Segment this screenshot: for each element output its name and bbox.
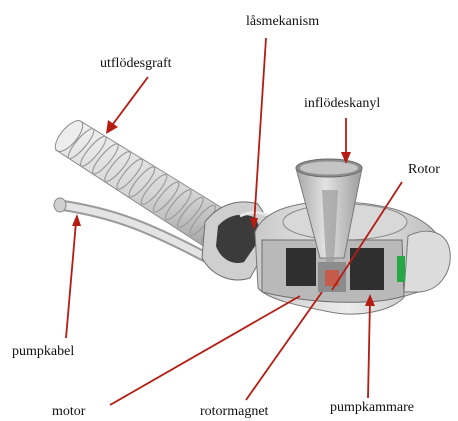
label-pump-cable: pumpkabel xyxy=(12,344,74,360)
arrow-outflow-graft xyxy=(110,77,148,128)
label-pump-chamber: pumpkammare xyxy=(330,400,414,416)
arrow-lock-mechanism xyxy=(254,38,266,225)
arrowhead-outflow-graft xyxy=(106,120,118,134)
arrow-motor xyxy=(110,296,300,405)
arrowhead-pump-cable xyxy=(72,214,81,226)
label-inflow-cannula: inflödeskanyl xyxy=(304,96,380,112)
label-lock-mechanism: låsmekanism xyxy=(246,14,319,30)
label-rotor-magnet: rotormagnet xyxy=(200,404,268,420)
arrow-pump-chamber xyxy=(368,300,370,398)
label-rotor: Rotor xyxy=(408,162,440,178)
label-motor: motor xyxy=(52,404,85,420)
arrow-rotor-magnet xyxy=(246,292,322,400)
arrow-pump-cable xyxy=(66,222,76,338)
green-part xyxy=(397,256,405,282)
label-outflow-graft: utflödesgraft xyxy=(100,56,172,72)
